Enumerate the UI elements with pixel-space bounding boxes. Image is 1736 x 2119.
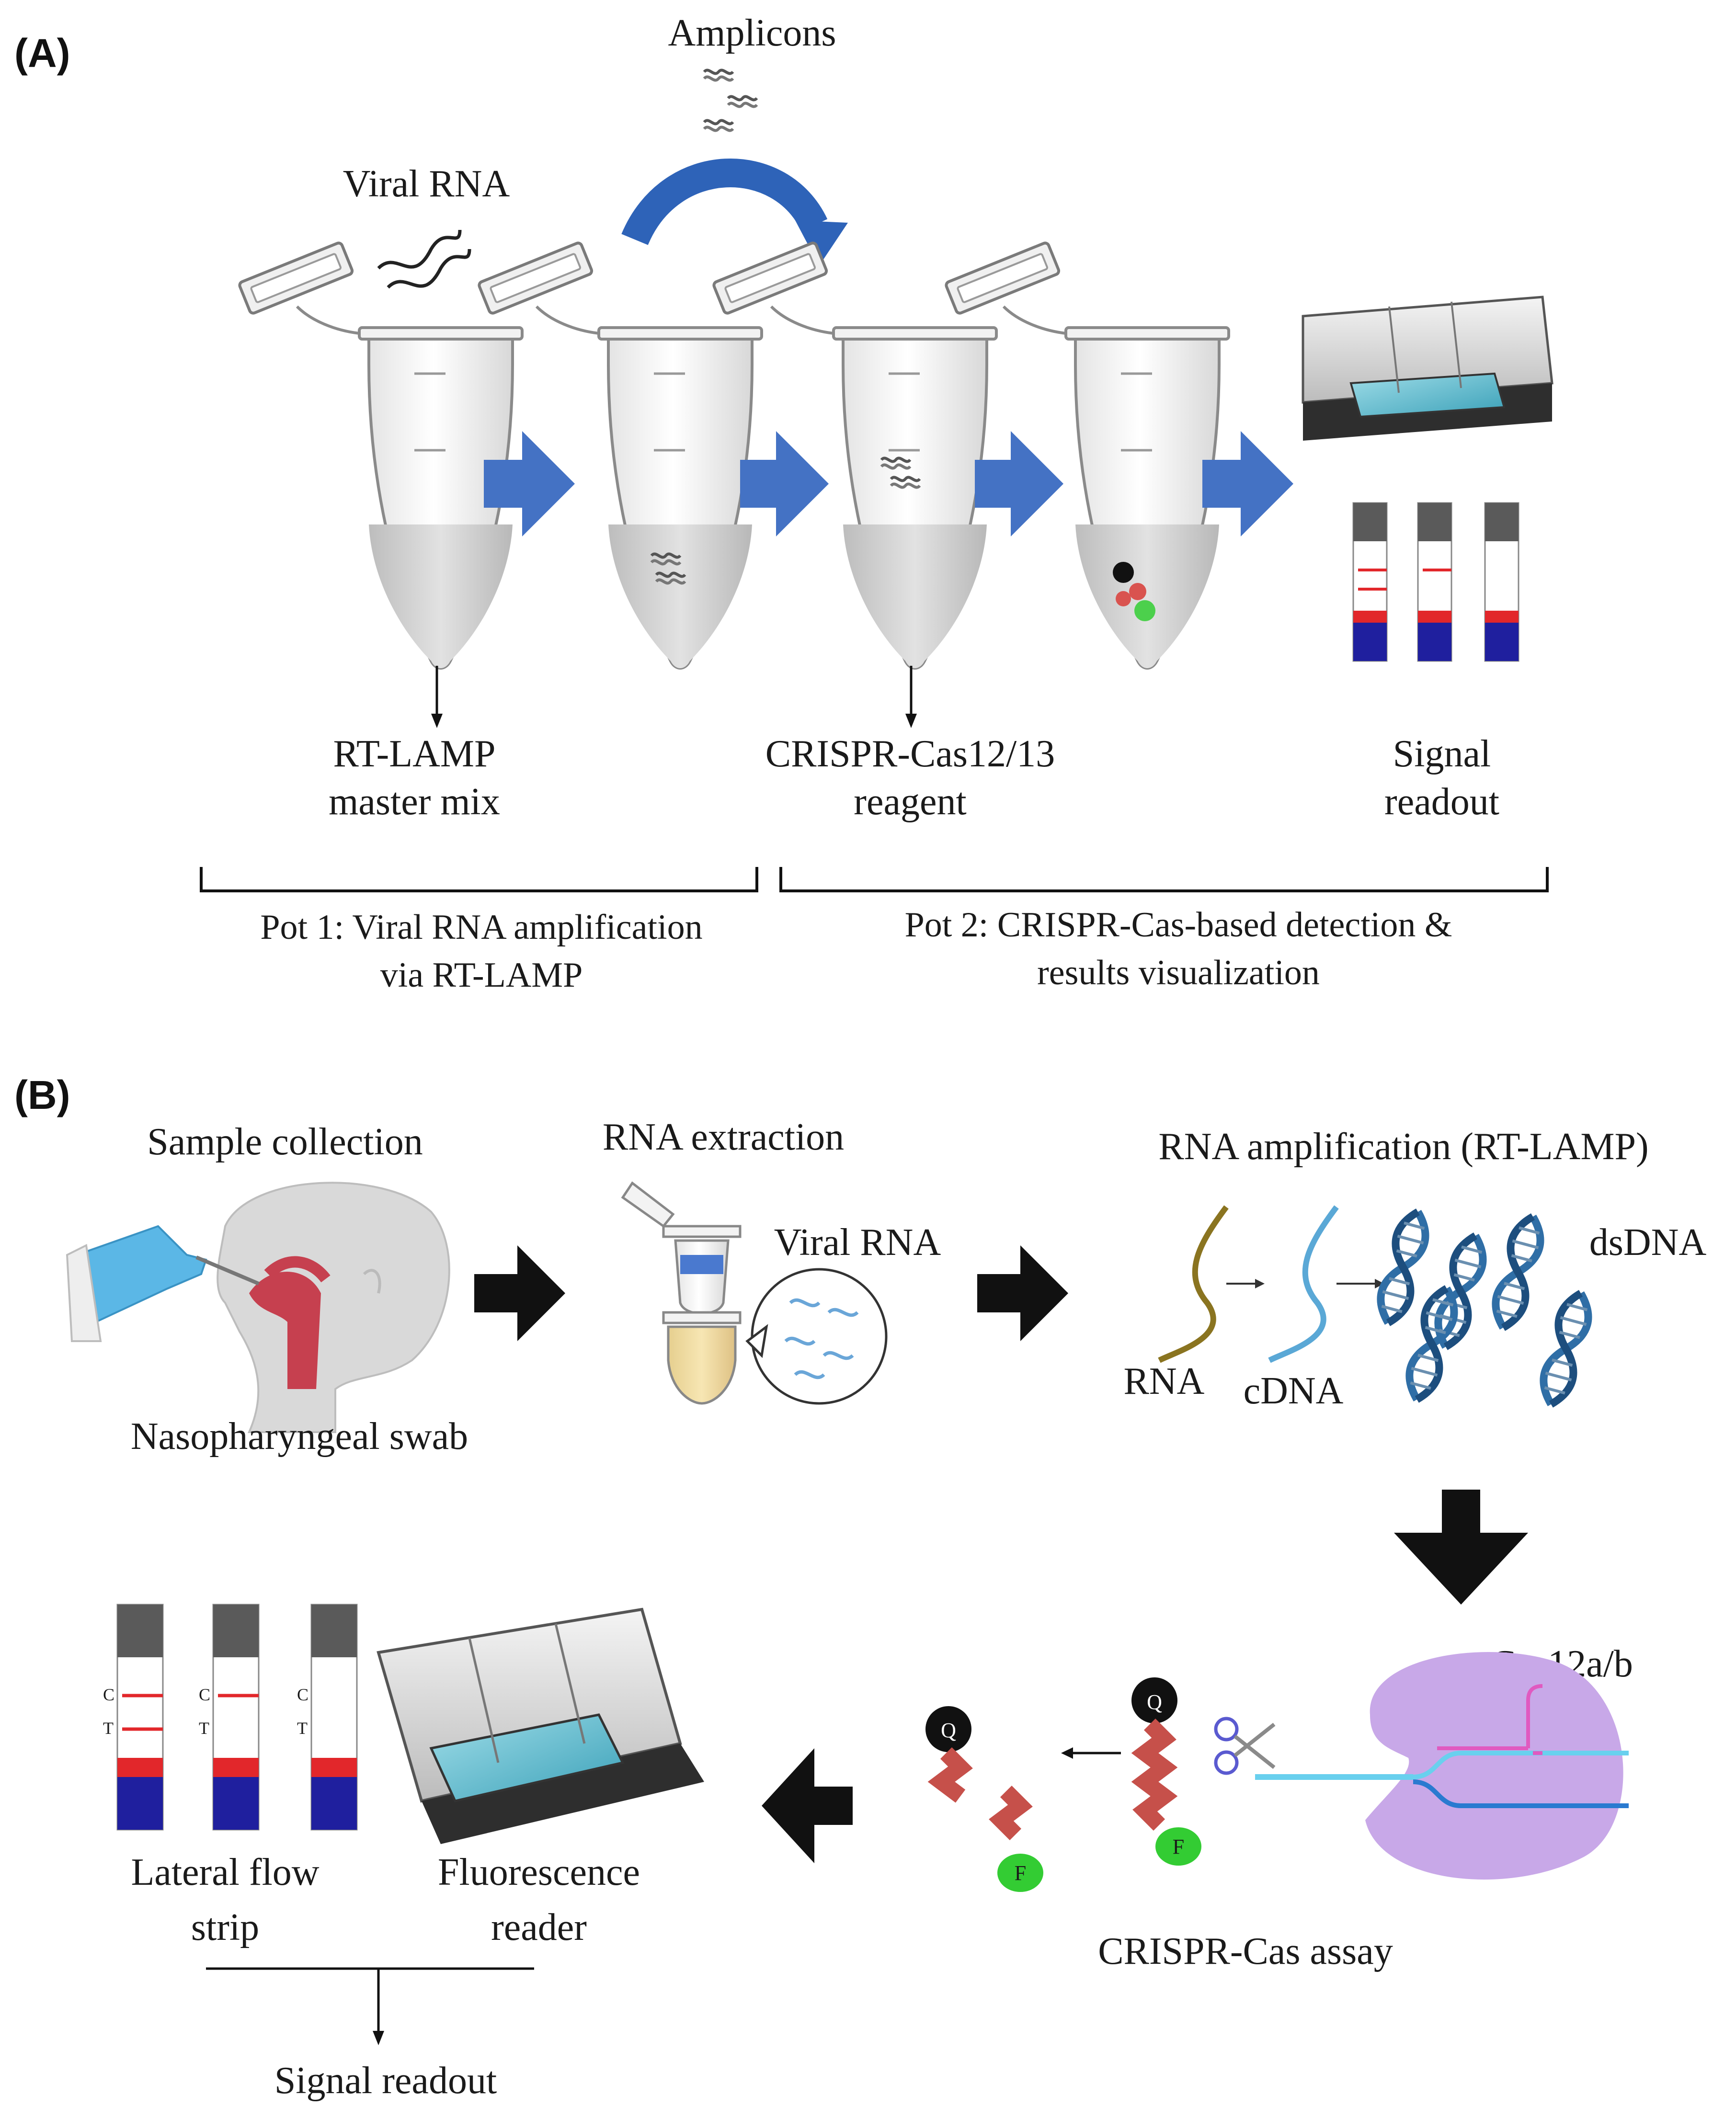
cdna-strand xyxy=(1268,1205,1339,1363)
lfs-label-1: Lateral flow xyxy=(131,1851,319,1893)
strip-t-label-1: T xyxy=(103,1719,114,1738)
left-arrow xyxy=(762,1748,853,1863)
rna-label: RNA xyxy=(1124,1360,1205,1402)
crispr-label-1: CRISPR-Cas12/13 xyxy=(765,733,1055,775)
viral-rna-strands xyxy=(377,229,471,289)
cas-protein xyxy=(1365,1652,1623,1880)
strip-c-label-3: C xyxy=(297,1685,308,1704)
down-arrow xyxy=(1394,1490,1528,1605)
panel-b-tag: (B) xyxy=(14,1072,70,1117)
dsdna-icon xyxy=(1374,1208,1595,1408)
spin-column-icon xyxy=(621,1181,888,1405)
lfs-label-2: strip xyxy=(191,1906,259,1948)
process-arrows-b-top xyxy=(474,1245,1068,1341)
readout-label: Signal readout xyxy=(274,2060,497,2102)
reader-label-2: reader xyxy=(491,1906,587,1948)
signal-label-2: readout xyxy=(1384,781,1499,823)
fluor-label-2: F xyxy=(1015,1861,1026,1885)
strips-a xyxy=(1352,502,1519,662)
rna-extraction-label: RNA extraction xyxy=(603,1116,844,1158)
scissors-icon xyxy=(1214,1717,1276,1775)
pot2-bracket xyxy=(779,867,1549,892)
swab-label: Nasopharyngeal swab xyxy=(131,1415,468,1458)
rt-lamp-label-2: master mix xyxy=(329,781,500,823)
reader-label-1: Fluorescence xyxy=(438,1851,640,1893)
assay-label: CRISPR-Cas assay xyxy=(1098,1930,1393,1972)
pot1-label-2: via RT-LAMP xyxy=(380,956,582,995)
reader-a xyxy=(1303,297,1552,441)
pot1-label-1: Pot 1: Viral RNA amplification xyxy=(260,908,702,947)
pot2-label-1: Pot 2: CRISPR-Cas-based detection & xyxy=(905,905,1452,945)
tube-2 xyxy=(478,242,762,668)
sample-collection-label: Sample collection xyxy=(147,1121,423,1163)
pot1-bracket xyxy=(200,867,758,892)
tube-4 xyxy=(945,242,1229,668)
dsdna-label: dsDNA xyxy=(1589,1221,1707,1264)
signal-label-1: Signal xyxy=(1393,733,1491,775)
amplification-label: RNA amplification (RT-LAMP) xyxy=(1158,1126,1648,1168)
viral-rna-label-a: Viral RNA xyxy=(343,163,510,205)
strip-t-label-3: T xyxy=(297,1719,308,1738)
transfer-arrow-head xyxy=(795,220,848,266)
panel-b: (B) Sample collection Nasopharyngeal swa… xyxy=(14,1072,1706,2102)
quencher-label-1: Q xyxy=(1147,1690,1162,1714)
strip-t-label-2: T xyxy=(199,1719,209,1738)
process-arrows-a xyxy=(484,431,1293,536)
viral-rna-label-b: Viral RNA xyxy=(774,1221,941,1264)
rt-lamp-label-1: RT-LAMP xyxy=(333,733,496,775)
amplicons-label: Amplicons xyxy=(668,12,836,54)
strips-b: C T C T C T xyxy=(103,1604,358,1831)
reporter-cleaved: Q F xyxy=(925,1706,1043,1892)
quencher-label-2: Q xyxy=(941,1719,956,1742)
crispr-label-2: reagent xyxy=(854,781,966,823)
target-dna xyxy=(1255,1684,1629,1808)
reader-b xyxy=(377,1607,704,1844)
fluor-label-1: F xyxy=(1173,1835,1184,1858)
transfer-arrow xyxy=(621,159,828,246)
pot2-label-2: results visualization xyxy=(1037,953,1320,992)
amplicons-icon xyxy=(704,70,757,131)
swab-illustration xyxy=(66,1182,450,1433)
reporter-intact: Q F xyxy=(1131,1677,1201,1866)
strip-c-label-1: C xyxy=(103,1685,114,1704)
tube-1 xyxy=(239,242,522,668)
panel-a-tag: (A) xyxy=(14,31,70,76)
strip-c-label-2: C xyxy=(199,1685,210,1704)
rna-strand xyxy=(1158,1205,1229,1363)
cdna-label: cDNA xyxy=(1244,1370,1344,1412)
panel-a: (A) Amplicons Viral RNA xyxy=(14,12,1552,995)
